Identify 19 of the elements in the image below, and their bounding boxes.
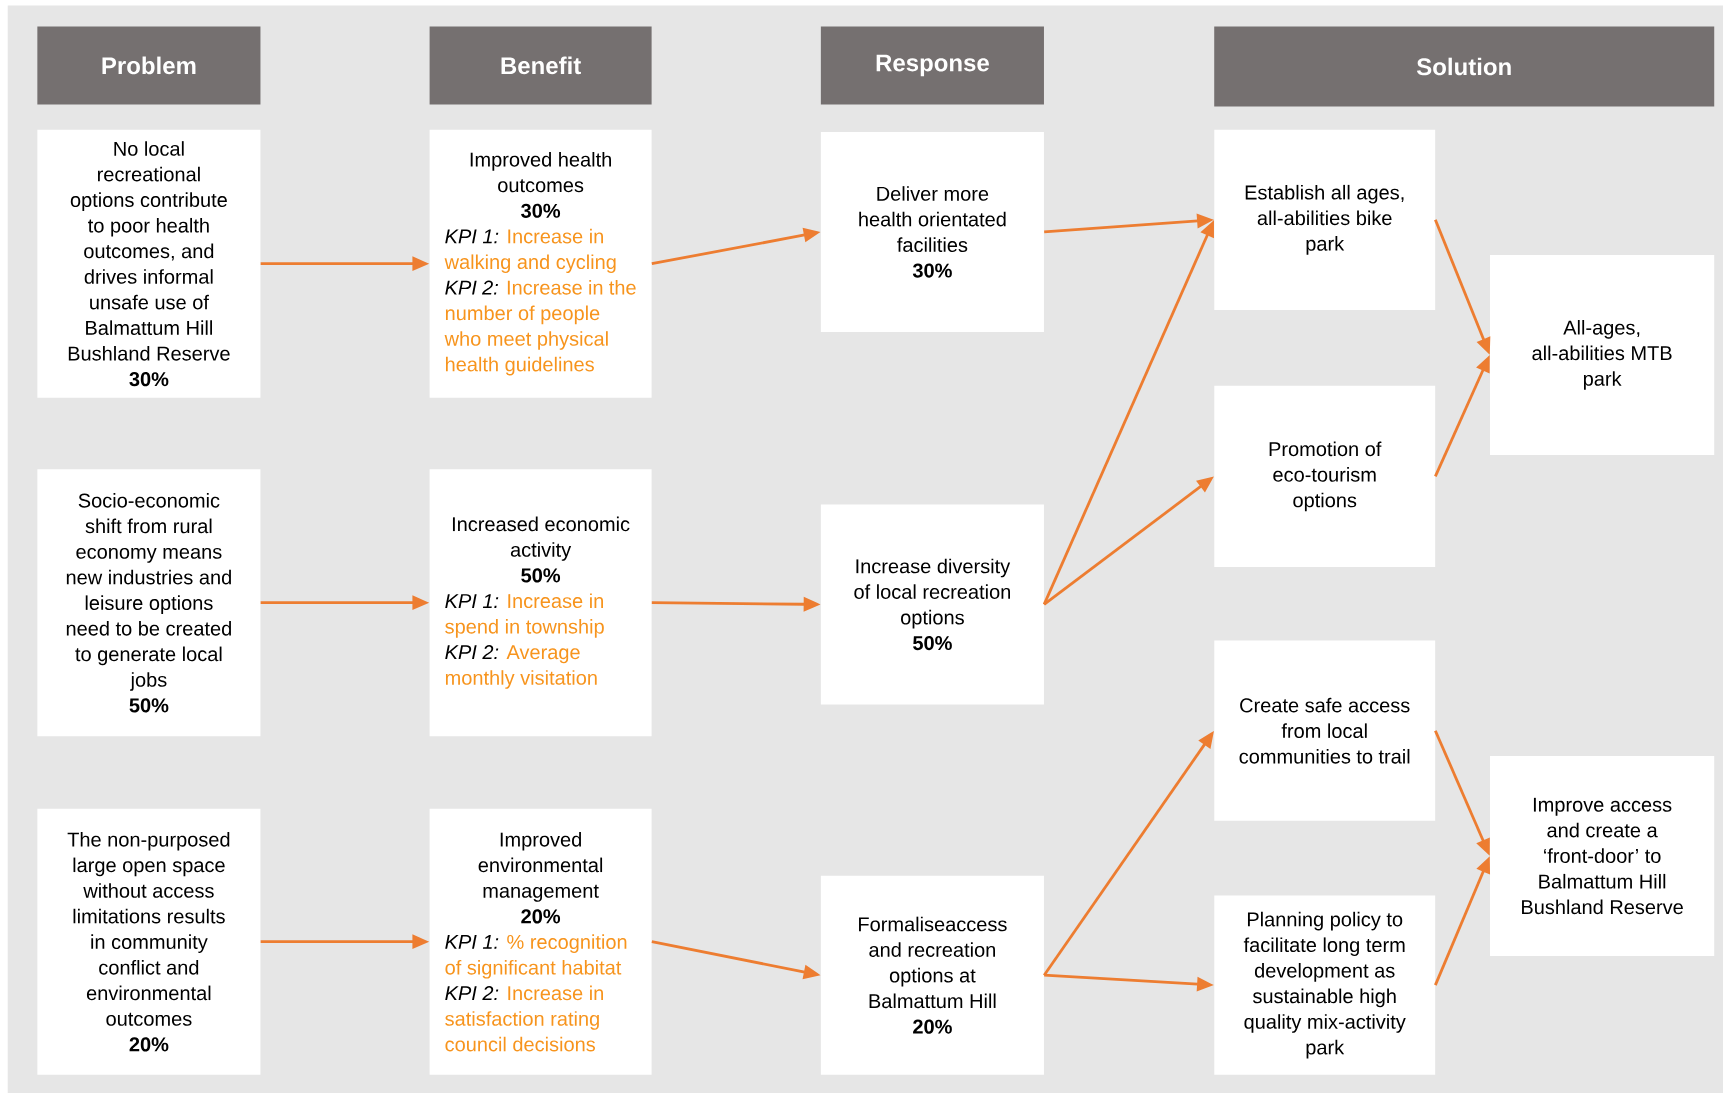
text-box: Improved environmental management 20% KPI 1: % recognition of significant habitat KPI 2: Increase in satisfaction rating council decisions [429,808,652,1075]
column-header: Problem [37,26,261,105]
column-header: Solution [1214,26,1715,107]
text-box: Improve access and create a ‘front-door’ to Balmattum Hill Bushland Reserve [1490,756,1715,956]
text-box: No local recreational options contribute to poor health outcomes, and drives informal unsafe use of Balmattum Hill Bushland Reserve 30% [37,129,261,398]
text-box: Create safe access from local communities to trail [1214,640,1436,821]
column-header: Response [820,26,1044,105]
text-box: Planning policy to facilitate long term development as sustainable high quality mix-activity park [1214,895,1436,1075]
column-header: Benefit [429,26,652,105]
text-box: Establish all ages, all-abilities bike park [1214,129,1436,310]
text-box: The non-purposed large open space without access limitations results in community conflict and environmental outcomes 20% [37,808,261,1075]
text-box: Increase diversity of local recreation options 50% [820,504,1044,705]
text-box: Deliver more health orientated facilities 30% [820,131,1044,332]
text-box: Promotion of eco-tourism options [1214,385,1436,568]
text-box: Increased economic activity 50% KPI 1: Increase in spend in township KPI 2: Average monthly visitation [429,469,652,737]
text-box: Improved health outcomes 30% KPI 1: Increase in walking and cycling KPI 2: Increase in the number of people who meet physical health guidelines [429,129,652,398]
text-box: Formaliseaccess and recreation options at Balmattum Hill 20% [820,875,1044,1075]
text-box: Socio-economic shift from rural economy means new industries and leisure options need to be created to generate local jobs 50% [37,469,261,737]
text-box: All-ages, all-abilities MTB park [1490,254,1715,455]
